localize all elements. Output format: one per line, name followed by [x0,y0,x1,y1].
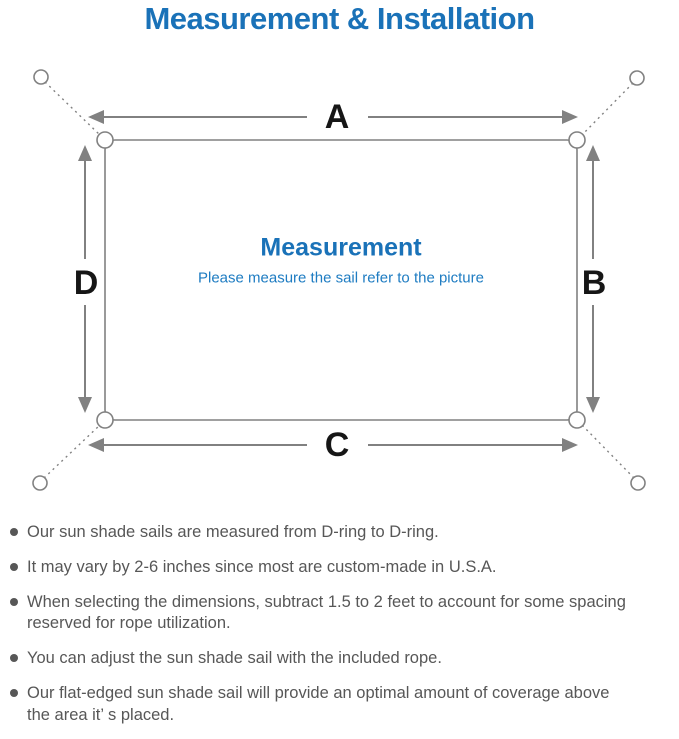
arrow-b-bottom-head [586,397,600,413]
bullet-dot [10,562,18,571]
arrow-c-right-head [562,438,578,452]
list-item: You can adjust the sun shade sail with t… [10,648,673,670]
list-item: Our sun shade sails are measured from D-… [10,522,673,544]
d-ring-bottom-left [96,411,114,429]
d-ring-top-right [568,131,586,149]
anchor-point-bottom-right [630,475,646,491]
list-item: It may vary by 2-6 inches since most are… [10,557,673,579]
bullet-dot [10,528,18,536]
dimension-label-b: B [581,264,607,302]
arrow-d-bottom-head [78,397,92,413]
note-text: It may vary by 2-6 inches since most are… [27,557,497,576]
diagram-center-text: Measurement Please measure the sail refe… [121,234,561,287]
sail-outline [104,139,578,421]
anchor-point-top-right [629,70,645,86]
list-item: Our flat-edged sun shade sail will provi… [10,683,673,727]
bullet-dot [10,688,18,697]
arrow-a-left-head [88,110,104,124]
anchor-line-top-right [580,82,634,137]
note-text: Our sun shade sails are measured from D-… [27,523,439,541]
d-ring-top-left [96,131,114,149]
diagram-heading: Measurement [260,233,422,262]
d-ring-bottom-right [568,411,586,429]
dimension-label-c: C [324,426,350,464]
measurement-diagram: A B C D Measurement Please measure the s… [0,55,679,517]
bullet-dot [10,597,18,606]
note-text: You can adjust the sun shade sail with t… [27,649,442,668]
arrow-a-right-head [562,110,578,124]
note-text: Our flat-edged sun shade sail will provi… [27,683,610,724]
anchor-line-top-left [44,81,102,137]
anchor-line-bottom-right [580,423,635,479]
dimension-label-d: D [73,264,99,302]
anchor-line-bottom-left [43,423,102,479]
notes-list: Our sun shade sails are measured from D-… [0,522,679,739]
arrow-c-left-head [88,438,104,452]
arrow-d-top-head [78,145,92,161]
diagram-subtitle: Please measure the sail refer to the pic… [198,269,484,287]
list-item: When selecting the dimensions, subtract … [10,592,673,636]
arrow-b-top-head [586,145,600,161]
bullet-dot [10,654,18,663]
anchor-point-top-left [33,69,49,85]
anchor-point-bottom-left [32,475,48,491]
note-text: When selecting the dimensions, subtract … [27,592,626,633]
page-title: Measurement & Installation [144,1,535,36]
dimension-label-a: A [324,98,350,136]
measurement-diagram-svg [32,69,646,491]
